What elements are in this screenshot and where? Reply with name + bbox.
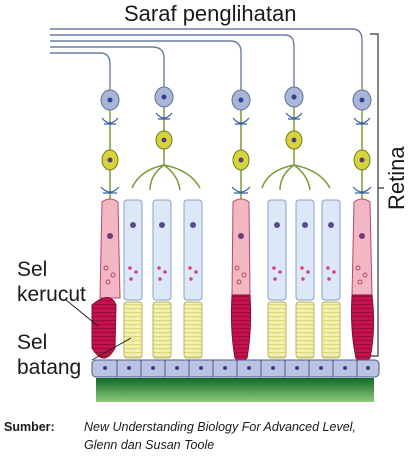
neuron-chains [100,84,372,200]
choroid-layer [96,378,374,402]
neuron-chain-3 [231,88,251,200]
rod-cells [123,199,341,359]
optic-nerve-fibers [50,28,363,88]
retina-label: Retina [384,146,409,210]
neuron-chain-4 [261,86,331,191]
rod-leader-line [91,337,132,361]
cone-cell-2 [230,198,252,362]
rod-cell-3 [183,199,203,359]
source-citation: Sumber: New Understanding Biology For Adv… [4,418,356,454]
cone-cell-3 [351,198,375,362]
neuron-chain-5 [352,84,372,200]
rod-cell-5 [295,199,315,359]
neuron-chain-1 [100,88,120,200]
rod-cell-2 [152,199,172,359]
cone-cell-label: Sel kerucut [17,258,86,306]
cone-cells [91,198,375,362]
pigment-epithelium [91,359,380,378]
rod-cell-4 [267,199,287,359]
source-line-2: Glenn dan Susan Toole [84,438,215,452]
optic-nerve-label: Saraf penglihatan [124,1,297,26]
rod-cell-1 [123,199,143,359]
rod-cell-6 [321,199,341,359]
rod-cell-label: Sel batang [17,331,82,379]
retina-bracket [370,33,384,357]
cone-leader-line [65,299,99,327]
neuron-chain-2 [131,86,201,191]
source-line-1: New Understanding Biology For Advanced L… [84,420,356,434]
source-key: Sumber: [4,420,55,434]
cone-cell-1 [91,198,121,359]
